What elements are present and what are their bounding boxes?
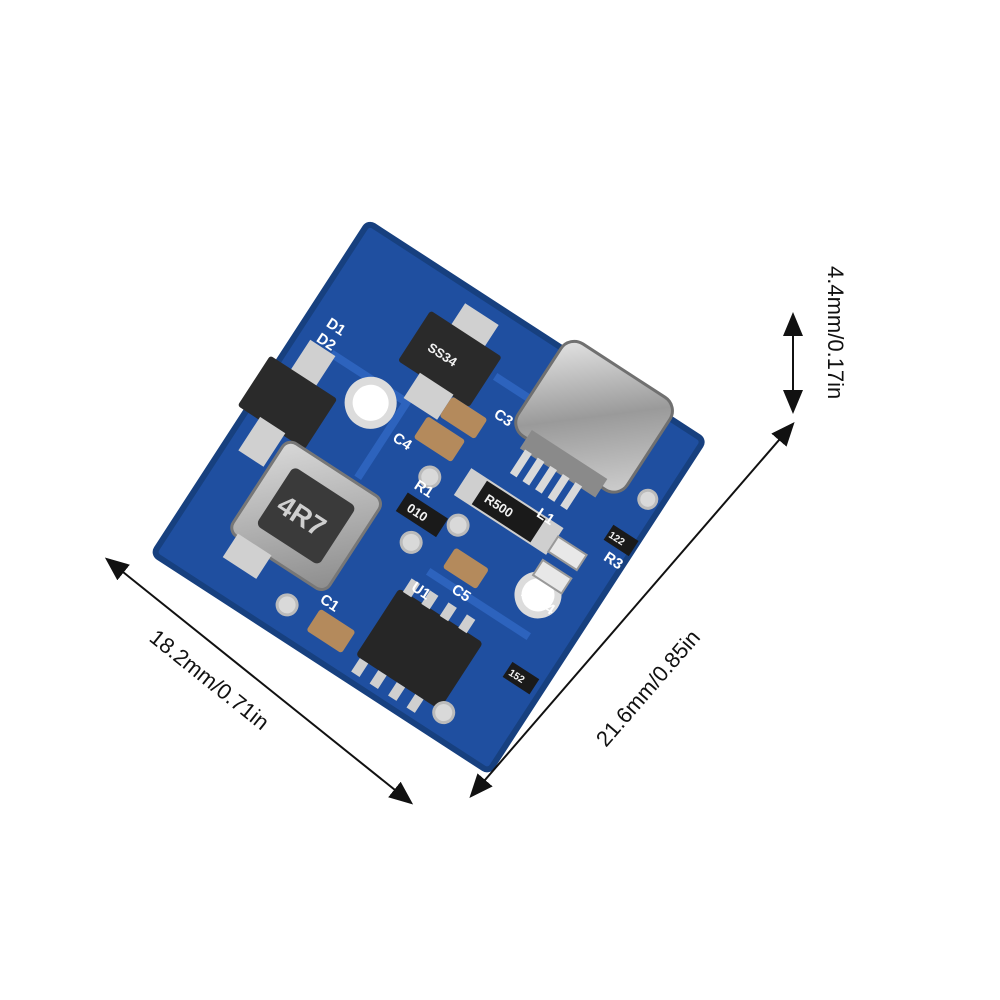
mounting-hole-left bbox=[344, 376, 397, 429]
width-dimension-arrow bbox=[104, 557, 414, 805]
length-dimension-label: 21.6mm/0.85in bbox=[591, 625, 705, 751]
height-dimension-label: 4.4mm/0.17in bbox=[823, 266, 848, 399]
capacitor-c4 bbox=[414, 417, 465, 462]
pad bbox=[432, 701, 456, 725]
diode-d2 bbox=[238, 339, 337, 467]
pad bbox=[446, 513, 470, 537]
pad bbox=[418, 465, 442, 489]
pad bbox=[399, 530, 423, 554]
length-dimension-arrow bbox=[469, 421, 795, 799]
diode-d1: SS34 bbox=[399, 303, 501, 420]
